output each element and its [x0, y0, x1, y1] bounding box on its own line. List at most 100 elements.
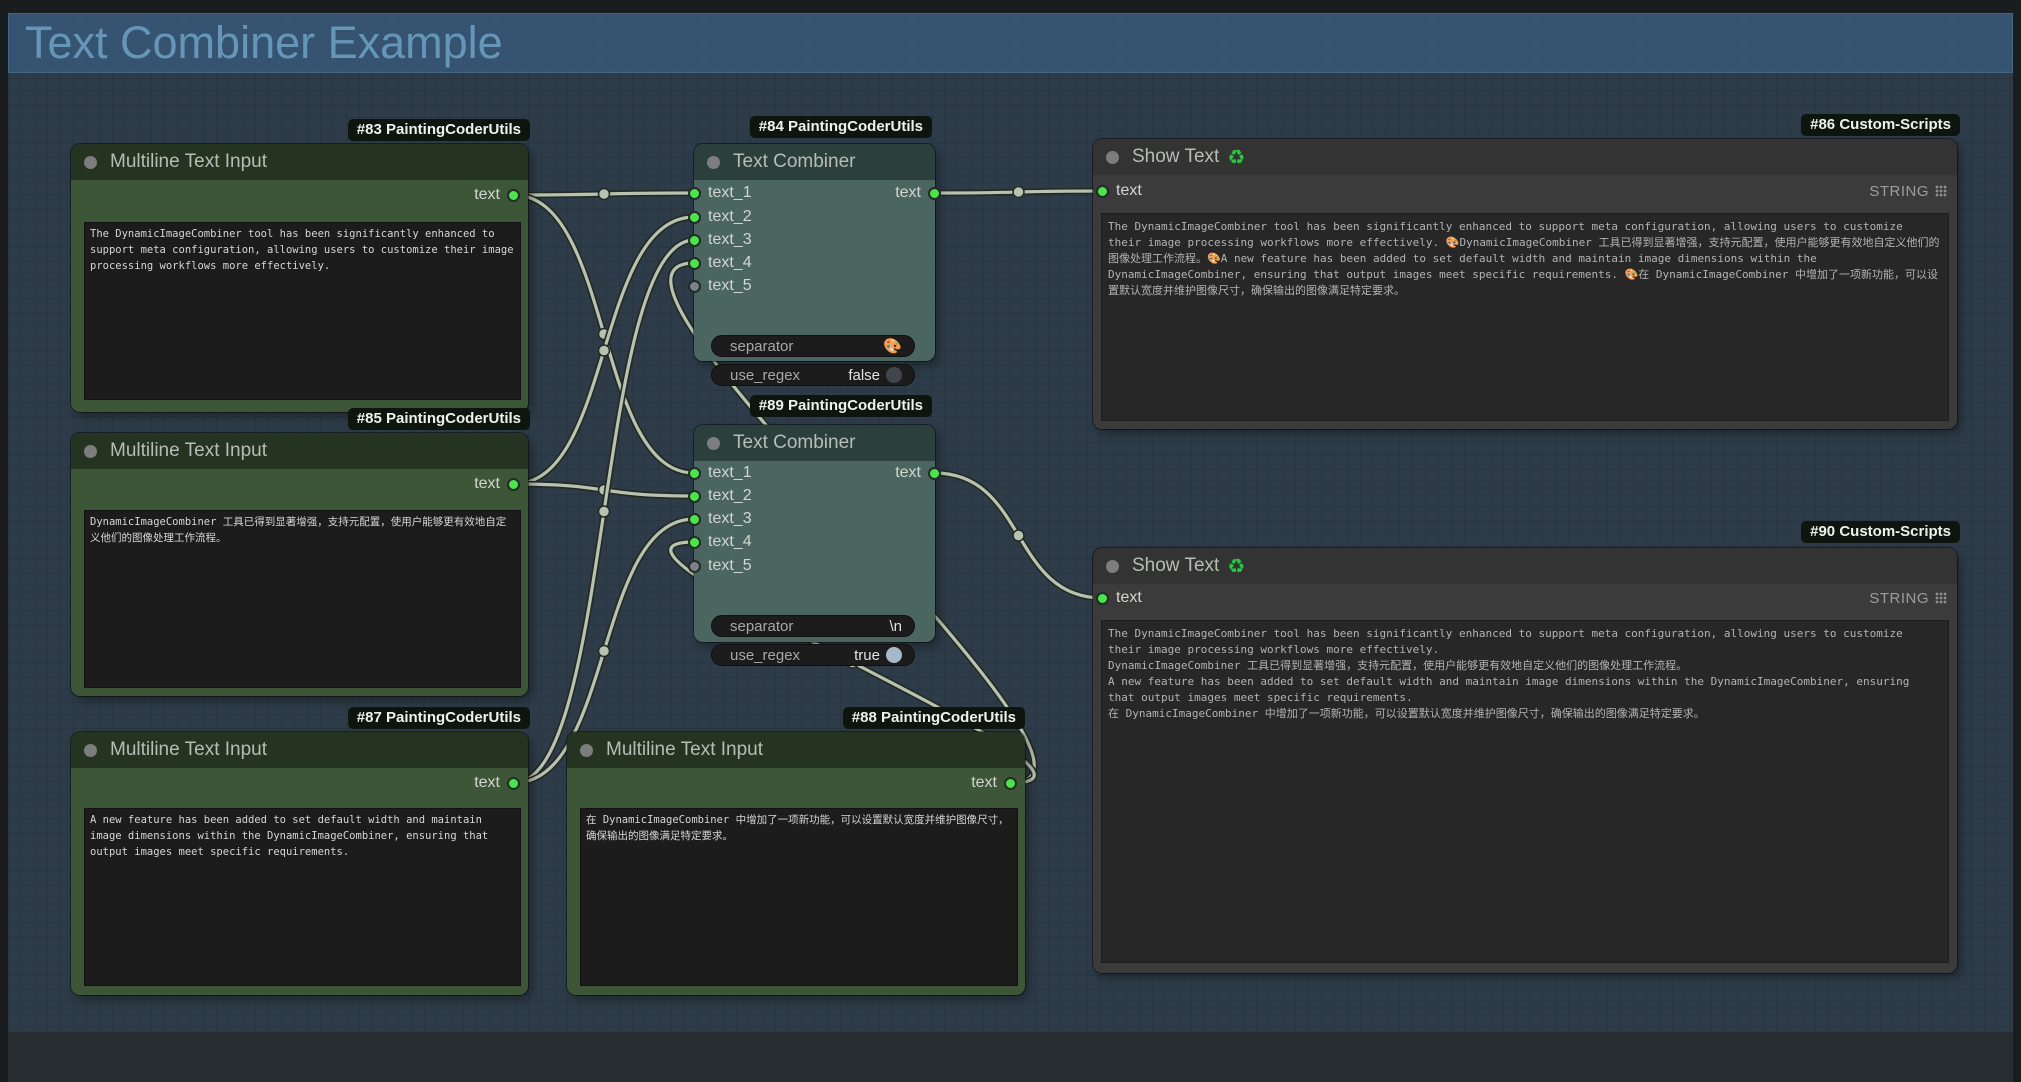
- node-id-badge-86: #86 Custom-Scripts: [1801, 114, 1960, 136]
- link-midpoint-dot[interactable]: [597, 344, 611, 357]
- collapse-dot-icon[interactable]: [84, 155, 97, 169]
- node-header[interactable]: Multiline Text Input: [71, 732, 528, 768]
- widget-label: separator: [730, 337, 794, 355]
- input-port-text[interactable]: [1096, 591, 1109, 605]
- input-port-text-5[interactable]: [688, 279, 701, 293]
- node-header[interactable]: Multiline Text Input: [567, 732, 1025, 768]
- separator-widget[interactable]: separator \n: [711, 615, 915, 637]
- link-midpoint-dot[interactable]: [597, 187, 611, 201]
- collapse-dot-icon[interactable]: [84, 444, 97, 458]
- link-midpoint-dot[interactable]: [597, 505, 611, 518]
- drag-dots-icon[interactable]: [1935, 592, 1947, 604]
- input-port-text-3[interactable]: [688, 233, 701, 247]
- multiline-textarea[interactable]: The DynamicImageCombiner tool has been s…: [84, 222, 521, 400]
- link-midpoint-dot[interactable]: [597, 644, 611, 658]
- input-port-text-4[interactable]: [688, 535, 701, 549]
- input-port-row: text_1: [688, 464, 752, 481]
- show-text-output[interactable]: The DynamicImageCombiner tool has been s…: [1101, 620, 1949, 963]
- input-port-label: text_5: [708, 277, 752, 294]
- node-multiline-text-input-83[interactable]: Multiline Text Input text The DynamicIma…: [71, 144, 528, 412]
- use-regex-toggle[interactable]: use_regex true: [711, 644, 915, 666]
- output-port-row: text: [474, 186, 520, 203]
- recycle-icon: ♻: [1227, 555, 1246, 578]
- widget-label: separator: [730, 617, 794, 635]
- input-port-text-1[interactable]: [688, 186, 701, 200]
- node-header[interactable]: Text Combiner: [694, 144, 935, 180]
- node-id-badge-83: #83 PaintingCoderUtils: [347, 119, 530, 141]
- input-port-text[interactable]: [1096, 184, 1109, 198]
- input-port-row: text_5: [688, 557, 752, 574]
- node-text-combiner-84[interactable]: Text Combiner text_1 text_2 text_3 text_…: [688, 144, 941, 386]
- output-port-row: text: [895, 464, 941, 481]
- node-show-text-86[interactable]: Show Text ♻ text STRING The DynamicImage…: [1093, 139, 1957, 429]
- output-port-text[interactable]: [507, 477, 520, 491]
- widget-label: use_regex: [730, 646, 801, 664]
- output-port-label: text: [971, 774, 997, 791]
- collapse-dot-icon[interactable]: [580, 743, 593, 757]
- multiline-textarea[interactable]: DynamicImageCombiner 工具已得到显著增强，支持元配置，使用户…: [84, 510, 521, 688]
- output-port-text[interactable]: [928, 186, 941, 200]
- node-title: Text Combiner: [733, 151, 856, 172]
- node-header[interactable]: Show Text ♻: [1093, 548, 1957, 584]
- collapse-dot-icon[interactable]: [1106, 150, 1119, 164]
- input-port-label: text_3: [708, 231, 752, 248]
- input-port-text-4[interactable]: [688, 256, 701, 270]
- input-port-row: text_4: [688, 533, 752, 550]
- node-multiline-text-input-87[interactable]: Multiline Text Input text A new feature …: [71, 732, 528, 995]
- show-text-output[interactable]: The DynamicImageCombiner tool has been s…: [1101, 213, 1949, 421]
- input-port-row: text_3: [688, 231, 752, 248]
- collapse-dot-icon[interactable]: [1106, 559, 1119, 573]
- node-title: Show Text: [1132, 555, 1220, 576]
- output-port-text[interactable]: [1004, 776, 1017, 790]
- output-port-text[interactable]: [928, 466, 941, 480]
- canvas-bottom-margin: [8, 1032, 2013, 1082]
- page-title: Text Combiner Example: [25, 17, 503, 68]
- multiline-textarea[interactable]: A new feature has been added to set defa…: [84, 808, 521, 986]
- widget-value: false: [848, 366, 880, 384]
- output-port-row: text: [971, 774, 1017, 791]
- multiline-textarea[interactable]: 在 DynamicImageCombiner 中增加了一项新功能，可以设置默认宽…: [580, 808, 1018, 986]
- output-port-text[interactable]: [507, 776, 520, 790]
- collapse-dot-icon[interactable]: [84, 743, 97, 757]
- node-id-badge-87: #87 PaintingCoderUtils: [347, 707, 530, 729]
- input-port-text-5[interactable]: [688, 559, 701, 573]
- input-port-text-2[interactable]: [688, 489, 701, 503]
- node-header[interactable]: Text Combiner: [694, 425, 935, 461]
- toggle-knob-icon[interactable]: [886, 367, 902, 383]
- node-header[interactable]: Show Text ♻: [1093, 139, 1957, 175]
- collapse-dot-icon[interactable]: [707, 436, 720, 450]
- node-text-combiner-89[interactable]: Text Combiner text_1 text_2 text_3 text_…: [688, 425, 941, 666]
- output-port-label: text: [895, 184, 921, 201]
- input-port-label: text_3: [708, 510, 752, 527]
- node-header[interactable]: Multiline Text Input: [71, 433, 528, 469]
- node-title: Multiline Text Input: [110, 440, 268, 461]
- use-regex-toggle[interactable]: use_regex false: [711, 364, 915, 386]
- separator-widget[interactable]: separator 🎨: [711, 335, 915, 357]
- node-body: text 在 DynamicImageCombiner 中增加了一项新功能，可以…: [567, 768, 1025, 995]
- node-body: text STRING The DynamicImageCombiner too…: [1093, 584, 1957, 973]
- input-port-label: text_1: [708, 184, 752, 201]
- collapse-dot-icon[interactable]: [707, 155, 720, 169]
- input-port-label: text: [1116, 589, 1142, 606]
- node-show-text-90[interactable]: Show Text ♻ text STRING The DynamicImage…: [1093, 548, 1957, 973]
- link-midpoint-dot[interactable]: [1012, 185, 1025, 199]
- link-midpoint-dot[interactable]: [1012, 529, 1025, 542]
- node-multiline-text-input-88[interactable]: Multiline Text Input text 在 DynamicImage…: [567, 732, 1025, 995]
- node-header[interactable]: Multiline Text Input: [71, 144, 528, 180]
- input-port-label: text_4: [708, 533, 752, 550]
- string-type-row: STRING: [1869, 183, 1947, 200]
- widget-value: true: [854, 646, 880, 664]
- toggle-knob-icon[interactable]: [886, 647, 902, 663]
- output-port-row: text: [474, 774, 520, 791]
- input-port-text-2[interactable]: [688, 210, 701, 224]
- drag-dots-icon[interactable]: [1935, 185, 1947, 197]
- widget-value: 🎨: [883, 338, 902, 355]
- input-port-row: text_1: [688, 184, 752, 201]
- node-multiline-text-input-85[interactable]: Multiline Text Input text DynamicImageCo…: [71, 433, 528, 696]
- input-port-label: text_1: [708, 464, 752, 481]
- output-port-text[interactable]: [507, 188, 520, 202]
- input-port-text-3[interactable]: [688, 512, 701, 526]
- input-port-text-1[interactable]: [688, 466, 701, 480]
- group-banner[interactable]: Text Combiner Example: [8, 13, 2013, 73]
